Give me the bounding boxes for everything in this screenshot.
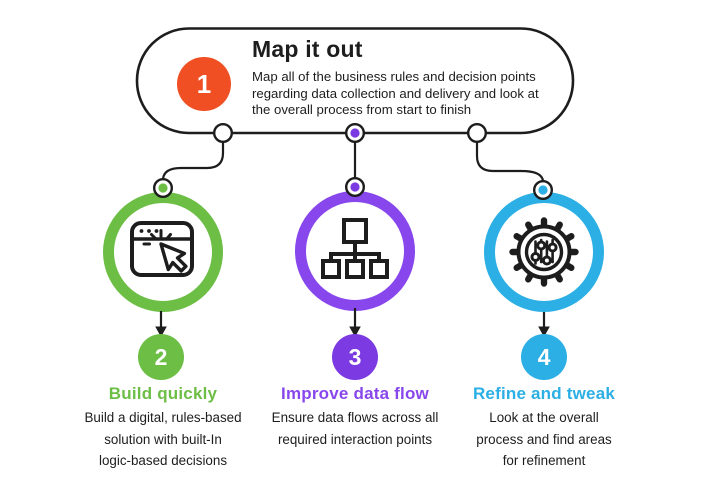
step4-desc-line: for refinement xyxy=(502,453,586,468)
step2-title: Build quickly xyxy=(108,384,218,403)
node-ring4 xyxy=(533,179,554,200)
step3-desc-line: required interaction points xyxy=(277,431,433,447)
step1-desc-line: regarding data collection and delivery a… xyxy=(252,85,539,101)
connector-right xyxy=(475,142,545,182)
step3-description: Ensure data flows across all required in… xyxy=(240,407,470,450)
step4-description: Look at the overall process and find are… xyxy=(429,407,659,472)
step4-desc-line: process and find areas xyxy=(476,431,612,447)
arrow-down-step3 xyxy=(349,308,361,337)
step2-number-badge: 2 xyxy=(138,334,184,380)
step2-desc-line: logic-based decisions xyxy=(98,453,228,468)
node-pill-middle-dot xyxy=(350,128,360,138)
browser-click-icon xyxy=(130,221,194,277)
step2-desc-line: Build a digital, rules-based xyxy=(84,410,242,425)
node-pill-middle xyxy=(345,122,366,143)
node-ring2-dot xyxy=(158,183,168,193)
node-ring2 xyxy=(152,177,173,198)
step2-desc-line: solution with built-In xyxy=(104,431,222,447)
step2-description: Build a digital, rules-based solution wi… xyxy=(48,407,278,472)
step1-number-badge: 1 xyxy=(177,57,231,111)
step4-title: Refine and tweak xyxy=(472,384,616,403)
node-pill-right xyxy=(467,122,488,143)
node-pill-left xyxy=(212,122,233,143)
gear-sliders-icon xyxy=(509,217,579,287)
step1-desc-line: Map all of the business rules and decisi… xyxy=(252,69,536,84)
step4-desc-line: Look at the overall xyxy=(489,410,599,425)
step1-title: Map it out xyxy=(252,36,363,62)
node-ring3 xyxy=(345,176,366,197)
connector-left xyxy=(161,142,225,180)
slider-knobs xyxy=(530,240,558,266)
step1-description: Map all of the business rules and decisi… xyxy=(252,69,539,119)
sitemap-icon xyxy=(321,218,389,279)
node-ring3-dot xyxy=(350,182,360,192)
step3-number-badge: 3 xyxy=(332,334,378,380)
step4-number-badge: 4 xyxy=(521,334,567,380)
step1-desc-line: the overall process from start to finish xyxy=(252,102,472,118)
node-ring4-dot xyxy=(538,185,548,195)
step3-title: Improve data flow xyxy=(281,384,429,403)
step3-desc-line: Ensure data flows across all xyxy=(271,410,439,425)
